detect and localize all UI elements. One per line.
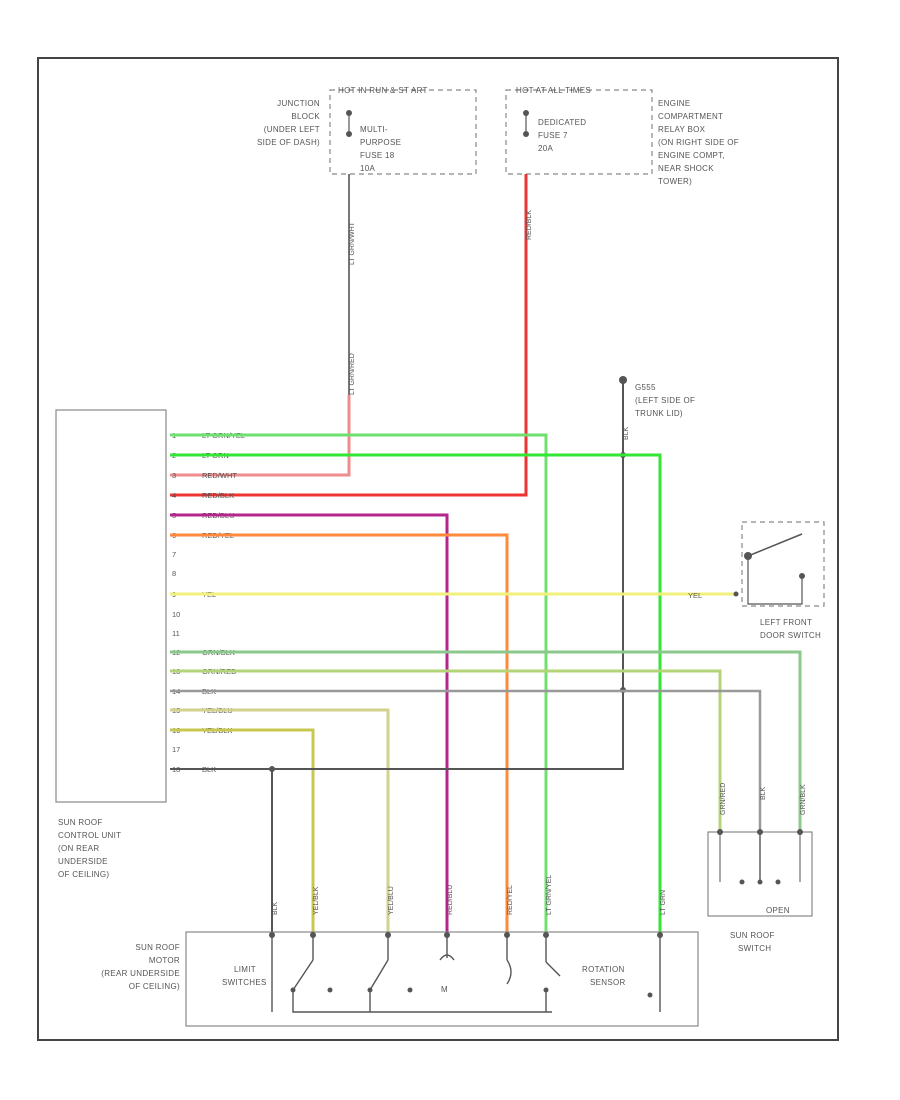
left-fuse-box: HOT IN RUN & ST ART MULTI- PURPOSE FUSE … (257, 86, 477, 175)
ground-wire-label: BLK (623, 426, 630, 440)
limit-switch-label-2: SWITCHES (222, 978, 267, 987)
wire-lt-grn (170, 453, 662, 935)
wire-red-blu (170, 513, 449, 935)
right-fuse-location-3: RELAY BOX (658, 125, 706, 134)
left-fuse-label-3: FUSE 18 (360, 151, 395, 160)
right-fuse-header: HOT AT ALL TIMES (516, 86, 591, 95)
motor-label-2: MOTOR (149, 956, 180, 965)
control-unit-label-4: UNDERSIDE (58, 857, 108, 866)
ground-g555: G555 (LEFT SIDE OF TRUNK LID) BLK (619, 376, 695, 770)
door-wire-label: YEL (688, 591, 702, 600)
left-fuse-label-2: PURPOSE (360, 138, 401, 147)
right-fuse-location-2: COMPARTMENT (658, 112, 723, 121)
left-fuse-label-1: MULTI- (360, 125, 388, 134)
motor-wire-label: YEL/BLU (388, 886, 395, 915)
left-fuse-header: HOT IN RUN & ST ART (338, 86, 428, 95)
left-fuse-location-3: (UNDER LEFT (264, 125, 320, 134)
limit-switch-label-1: LIMIT (234, 965, 256, 974)
door-switch-label-2: DOOR SWITCH (760, 631, 821, 640)
left-fuse-location-4: SIDE OF DASH) (257, 138, 320, 147)
left-feed-label-upper: LT GRN/WHT (349, 221, 356, 265)
right-fuse-location-5: ENGINE COMPT, (658, 151, 725, 160)
pin-number: 8 (172, 569, 176, 578)
sunroof-switch-wire-label: BLK (760, 786, 767, 800)
pin-wire-label: RED/WHT (202, 471, 237, 480)
motor-label-3: (REAR UNDERSIDE (101, 969, 180, 978)
control-unit-box (55, 409, 167, 803)
left-front-door-switch: LEFT FRONT DOOR SWITCH (733, 521, 825, 640)
pin-number: 17 (172, 745, 180, 754)
right-fuse-location-4: (ON RIGHT SIDE OF (658, 138, 739, 147)
motor-wire-label: YEL/BLK (313, 886, 320, 915)
pin-number: 4 (172, 491, 176, 500)
motor-wire-label: BLK (272, 901, 279, 915)
pin-number: 7 (172, 550, 176, 559)
control-unit-label-2: CONTROL UNIT (58, 831, 121, 840)
sunroof-switch-wire-label: GRN/RED (720, 783, 727, 815)
motor-wire-label: LT GRN (660, 890, 667, 915)
sunroof-switch-position: OPEN (766, 906, 790, 915)
pin-wire-label: RED/BLK (202, 491, 234, 500)
control-unit-label-1: SUN ROOF (58, 818, 103, 827)
wire-yel-blk (170, 728, 315, 935)
left-feed-label-lower: LT GRN/RED (349, 353, 356, 395)
motor-wire-label: LT GRN/YEL (546, 875, 553, 915)
sunroof-switch-label-1: SUN ROOF (730, 931, 775, 940)
right-fuse-label-2: FUSE 7 (538, 131, 568, 140)
left-fuse-location-1: JUNCTION (277, 99, 320, 108)
pin-number: 3 (172, 471, 176, 480)
diagram-frame (37, 57, 839, 1041)
sunroof-switch-wire-label: GRN/BLK (800, 784, 807, 815)
sunroof-switch-label-2: SWITCH (738, 944, 771, 953)
right-feed-label: RED/BLK (526, 210, 533, 240)
control-unit-label-5: OF CEILING) (58, 870, 109, 879)
motor-symbol: M (441, 985, 448, 994)
wire-yel-blu (170, 708, 390, 935)
sunroof-switch: OPEN SUN ROOF SWITCH GRN/RED BLK GRN/BLK (707, 783, 813, 953)
rotation-sensor-label-2: SENSOR (590, 978, 626, 987)
motor-label-1: SUN ROOF (135, 943, 180, 952)
wire-lt-grn-yel (170, 433, 548, 935)
control-unit-pins: 1 LT GRN/YEL 2 LT GRN 3 RED/WHT 4 RED/BL… (172, 431, 245, 774)
motor-wire-label: RED/BLU (447, 885, 454, 915)
motor-label-4: OF CEILING) (129, 982, 180, 991)
right-fuse-label-1: DEDICATED (538, 118, 586, 127)
wire-grn-blk (170, 650, 802, 832)
pin-number: 11 (172, 629, 180, 638)
wire-grn-red (170, 669, 722, 832)
right-fuse-box: HOT AT ALL TIMES DEDICATED FUSE 7 20A EN… (505, 86, 739, 186)
door-switch-label-1: LEFT FRONT (760, 618, 812, 627)
wire-red-yel (170, 533, 509, 935)
ground-location-2: TRUNK LID) (635, 409, 683, 418)
feed-wire-right-red (170, 174, 528, 497)
rotation-sensor-label-1: ROTATION (582, 965, 625, 974)
feed-wire-left-pink (170, 395, 351, 477)
right-fuse-location-6: NEAR SHOCK (658, 164, 714, 173)
control-unit-label-3: (ON REAR (58, 844, 100, 853)
ground-name: G555 (635, 383, 656, 392)
right-fuse-location-7: TOWER) (658, 177, 692, 186)
right-fuse-location-1: ENGINE (658, 99, 690, 108)
sunroof-motor: M LIMIT SWITCHES ROTATION SENSOR (185, 931, 699, 1027)
wire-blk-switch (170, 689, 762, 832)
pin-number: 10 (172, 610, 180, 619)
left-fuse-location-2: BLOCK (291, 112, 320, 121)
motor-wire-label: RED/YEL (507, 885, 514, 915)
left-fuse-label-4: 10A (360, 164, 375, 173)
ground-location-1: (LEFT SIDE OF (635, 396, 695, 405)
right-fuse-label-3: 20A (538, 144, 553, 153)
